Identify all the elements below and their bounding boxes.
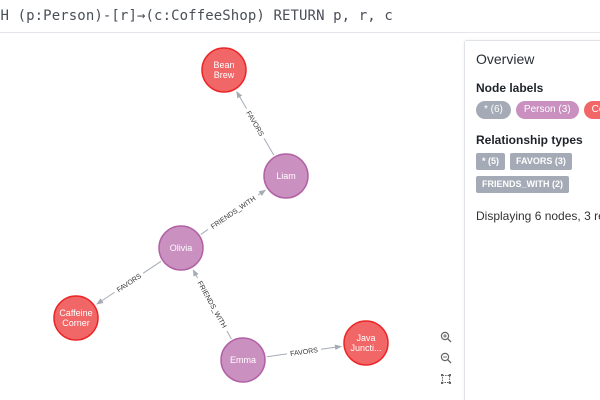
node-circle[interactable] <box>53 295 99 341</box>
zoom-out-button[interactable] <box>436 348 456 368</box>
query-editor[interactable]: CH (p:Person)-[r]→(c:CoffeeShop) RETURN … <box>0 0 600 33</box>
relationship-line[interactable] <box>142 260 162 274</box>
relationship-line[interactable] <box>263 138 275 156</box>
relationship-line[interactable] <box>96 291 115 305</box>
overview-title: Overview <box>476 51 535 67</box>
fit-to-screen-button[interactable] <box>436 369 456 389</box>
relationship-line[interactable] <box>266 353 288 358</box>
zoom-in-icon <box>440 331 452 343</box>
node-caption: Liam <box>276 171 296 181</box>
node-emma[interactable]: Emma <box>220 337 266 383</box>
edges-layer: FAVORS FRIENDS_WITH FAVORS FRIENDS_WITH FAVO… <box>96 90 342 358</box>
node-caption: Emma <box>230 355 256 365</box>
relationship-line[interactable] <box>226 330 232 340</box>
relationship-line[interactable] <box>257 189 266 197</box>
relationship-label: FRIENDS_WITH <box>196 280 228 329</box>
relationship-label: FAVORS <box>290 347 319 358</box>
node-circle[interactable] <box>158 225 204 271</box>
relationship-types-row-1: * (5) FAVORS (3) <box>476 153 600 170</box>
node-caption: Brew <box>214 70 235 80</box>
relationship-types-title: Relationship types <box>476 133 583 147</box>
node-label-pill-all[interactable]: * (6) <box>476 101 511 119</box>
fit-to-screen-icon <box>441 374 451 384</box>
node-circle[interactable] <box>263 153 309 199</box>
node-java-junction[interactable]: JavaJuncti... <box>343 320 389 366</box>
rel-type-pill-favors[interactable]: FAVORS (3) <box>510 153 572 170</box>
node-caption: Corner <box>62 318 90 328</box>
relationship-label: FAVORS <box>244 110 264 138</box>
node-labels-title: Node labels <box>476 81 544 95</box>
node-circle[interactable] <box>343 320 389 366</box>
node-olivia[interactable]: Olivia <box>158 225 204 271</box>
zoom-in-button[interactable] <box>436 327 456 347</box>
relationship-emma-olivia[interactable]: FRIENDS_WITH <box>192 269 232 340</box>
node-labels-list: * (6) Person (3) Coffe <box>476 101 600 119</box>
node-liam[interactable]: Liam <box>263 153 309 199</box>
relationship-emma-java-junction[interactable]: FAVORS <box>266 344 342 358</box>
relationship-line[interactable] <box>200 229 209 235</box>
zoom-out-icon <box>440 352 452 364</box>
node-caption: Caffeine <box>59 308 92 318</box>
node-caption: Juncti... <box>350 343 381 353</box>
rel-type-pill-all[interactable]: * (5) <box>476 153 506 170</box>
node-label-pill-coffeeshop[interactable]: Coffe <box>583 101 600 119</box>
relationship-olivia-liam[interactable]: FRIENDS_WITH <box>200 189 266 235</box>
rel-type-pill-friends-with[interactable]: FRIENDS_WITH (2) <box>476 176 569 193</box>
node-caption: Java <box>356 333 375 343</box>
display-summary: Displaying 6 nodes, 3 rel <box>476 209 600 223</box>
relationship-label: FAVORS <box>116 273 143 294</box>
relationship-label: FRIENDS_WITH <box>210 195 257 230</box>
node-caption: Bean <box>213 60 234 70</box>
overview-panel: Overview Node labels * (6) Person (3) Co… <box>464 40 600 400</box>
relationship-liam-bean-brew[interactable]: FAVORS <box>236 90 275 156</box>
node-caption: Olivia <box>170 243 193 253</box>
relationship-types-row-2: FRIENDS_WITH (2) <box>476 176 600 193</box>
zoom-controls <box>433 322 459 394</box>
relationship-line[interactable] <box>192 269 199 279</box>
relationship-line[interactable] <box>320 344 342 351</box>
relationship-olivia-caffeine-corner[interactable]: FAVORS <box>96 260 162 305</box>
relationship-line[interactable] <box>236 90 248 109</box>
node-circle[interactable] <box>201 47 247 93</box>
node-circle[interactable] <box>220 337 266 383</box>
query-text[interactable]: CH (p:Person)-[r]→(c:CoffeeShop) RETURN … <box>0 8 393 24</box>
node-label-pill-person[interactable]: Person (3) <box>515 101 579 119</box>
